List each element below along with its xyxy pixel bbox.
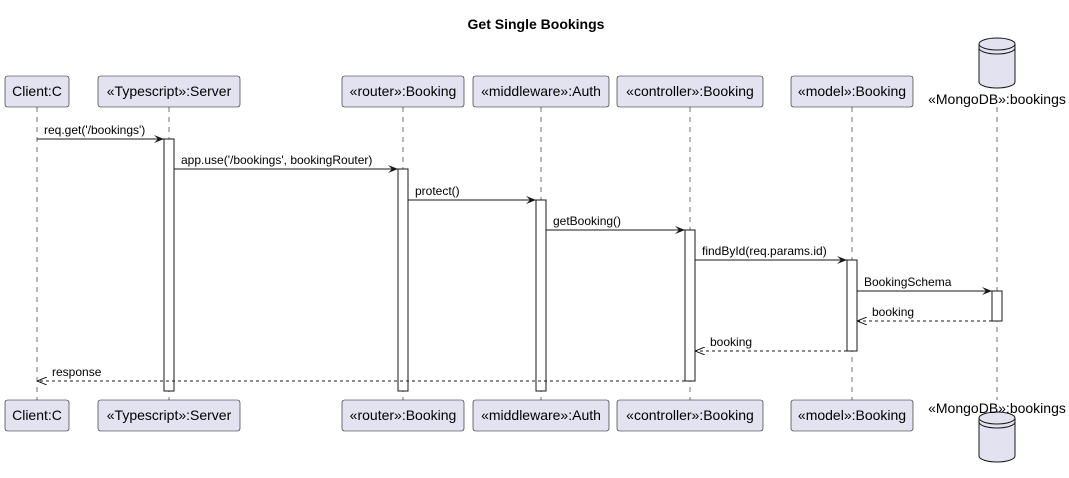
participant-label: «router»:Booking: [350, 83, 457, 99]
participant-mongodb-bookings-bottom: «MongoDB»:bookings: [928, 400, 1066, 463]
diagram-title: Get Single Bookings: [468, 16, 605, 32]
database-icon-top: [978, 37, 1016, 51]
participant-label: «Typescript»:Server: [107, 83, 232, 99]
participant-controller-booking-top: «controller»:Booking: [616, 75, 764, 108]
participant-mongodb-bookings-top: «MongoDB»:bookings: [928, 37, 1066, 107]
message-label: booking: [872, 305, 914, 319]
participant-box: [341, 75, 465, 108]
participant-box: [341, 399, 465, 432]
participant-box: [97, 399, 241, 432]
participant-label: «model»:Booking: [798, 83, 906, 99]
message-label: protect(): [415, 184, 460, 198]
lifelines: [36, 107, 998, 400]
participant-middleware-auth-bottom: «middleware»:Auth: [472, 399, 610, 432]
message-label: app.use('/bookings', bookingRouter): [181, 153, 372, 167]
participants: Client:C Client:C «Typescript»:Server «Type…: [4, 37, 1066, 463]
database-icon-rim: [978, 421, 1016, 429]
participant-label: Client:C: [12, 83, 62, 99]
participant-label: «MongoDB»:bookings: [928, 400, 1066, 416]
activation-bar-controller-booking: [684, 229, 696, 382]
participant-label: «middleware»:Auth: [481, 407, 601, 423]
messages: req.get('/bookings') app.use('/bookings',…: [37, 123, 992, 381]
participant-box: [616, 399, 764, 432]
participant-middleware-auth-top: «middleware»:Auth: [472, 75, 610, 108]
message-label: findById(req.params.id): [702, 244, 827, 258]
participant-model-booking-top: «model»:Booking: [790, 75, 914, 108]
activation-bar-router-booking: [397, 168, 409, 392]
participant-client-c-top: Client:C: [4, 75, 70, 108]
participant-box: [97, 75, 241, 108]
participant-label: «controller»:Booking: [626, 407, 754, 423]
message-label: response: [52, 365, 102, 379]
participant-client-c-bottom: Client:C: [4, 399, 70, 432]
participant-router-booking-top: «router»:Booking: [341, 75, 465, 108]
activation-bars: [163, 138, 1003, 392]
database-icon: [978, 44, 1016, 89]
participant-box: [790, 399, 914, 432]
participant-box: [4, 75, 70, 108]
participant-label: «MongoDB»:bookings: [928, 91, 1066, 107]
database-icon: [978, 418, 1016, 463]
participant-label: «router»:Booking: [350, 407, 457, 423]
participant-controller-booking-bottom: «controller»:Booking: [616, 399, 764, 432]
participant-router-booking-bottom: «router»:Booking: [341, 399, 465, 432]
participant-model-booking-bottom: «model»:Booking: [790, 399, 914, 432]
participant-label: «model»:Booking: [798, 407, 906, 423]
message-label: booking: [710, 335, 752, 349]
activation-bar-typescript-server: [163, 138, 175, 392]
participant-box: [4, 399, 70, 432]
participant-typescript-server-bottom: «Typescript»:Server: [97, 399, 241, 432]
participant-label: «controller»:Booking: [626, 83, 754, 99]
database-icon-rim: [978, 47, 1016, 55]
participant-label: «middleware»:Auth: [481, 83, 601, 99]
participant-box: [472, 75, 610, 108]
participant-box: [472, 399, 610, 432]
participant-typescript-server-top: «Typescript»:Server: [97, 75, 241, 108]
message-label: req.get('/bookings'): [44, 123, 145, 137]
participant-label: Client:C: [12, 407, 62, 423]
message-label: getBooking(): [553, 214, 621, 228]
participant-label: «Typescript»:Server: [107, 407, 232, 423]
participant-box: [616, 75, 764, 108]
activation-bar-mongodb-bookings: [991, 290, 1003, 322]
activation-bar-middleware-auth: [535, 199, 547, 392]
activation-bar-model-booking: [846, 259, 858, 352]
participant-box: [790, 75, 914, 108]
database-icon-top: [978, 411, 1016, 425]
message-label: BookingSchema: [864, 275, 952, 289]
